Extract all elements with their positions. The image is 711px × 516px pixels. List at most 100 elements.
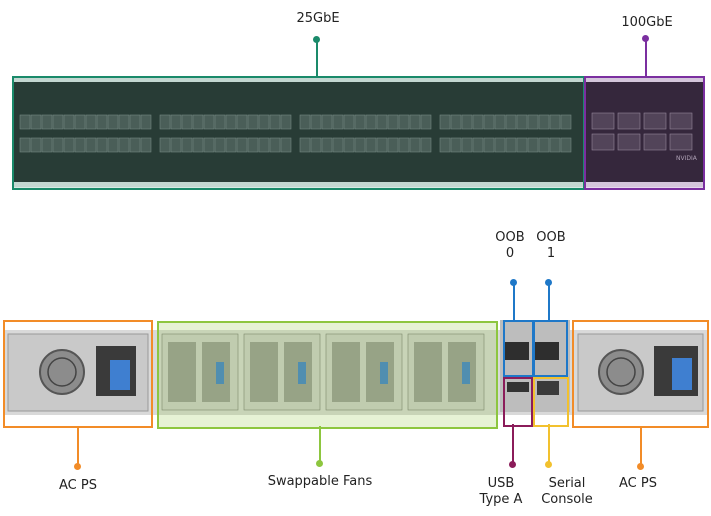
sfp-port [258, 114, 270, 130]
sfp-port [365, 114, 377, 130]
callout-oob1-dot [545, 279, 552, 286]
sfp-port [214, 137, 226, 153]
sfp-port [63, 114, 75, 130]
sfp-port [269, 114, 281, 130]
callout-fans-dot [316, 460, 323, 467]
sfp-port [247, 114, 259, 130]
sfp-port [181, 137, 193, 153]
sfp-port [140, 137, 152, 153]
sfp-port [398, 137, 410, 153]
label-ac-ps-right: AC PS [619, 476, 657, 491]
sfp-port [203, 137, 215, 153]
sfp-port [107, 137, 119, 153]
sfp-port [538, 114, 550, 130]
highlight-100gbe-ports [584, 76, 705, 190]
qsfp-port [669, 112, 693, 130]
sfp-port [321, 114, 333, 130]
sfp-port [409, 137, 421, 153]
sfp-port [527, 137, 539, 153]
label-100gbe: 100GbE [621, 15, 673, 30]
highlight-usb [503, 377, 533, 427]
sfp-port [376, 137, 388, 153]
sfp-port [280, 114, 292, 130]
sfp-port [527, 114, 539, 130]
sfp-port [236, 137, 248, 153]
sfp-port [280, 137, 292, 153]
sfp-port [19, 137, 31, 153]
sfp-port [483, 137, 495, 153]
callout-serial-line [548, 424, 550, 464]
highlight-25gbe-ports [12, 76, 585, 190]
fan-grille [332, 342, 360, 402]
fan-latch [380, 362, 388, 384]
sfp-port [310, 114, 322, 130]
fan-latch [216, 362, 224, 384]
sfp-port [225, 137, 237, 153]
sfp-port [19, 114, 31, 130]
sfp-port [203, 114, 215, 130]
sfp-port [225, 114, 237, 130]
qsfp-port [643, 112, 667, 130]
callout-usb-line [512, 424, 514, 464]
sfp-port [450, 114, 462, 130]
sfp-port [52, 114, 64, 130]
sfp-port [310, 137, 322, 153]
sfp-port [398, 114, 410, 130]
sfp-port [365, 137, 377, 153]
callout-oob1-line [548, 282, 550, 322]
highlight-oob1 [533, 320, 568, 377]
switch-front-image: NVIDIA [13, 77, 703, 187]
sfp-port [96, 137, 108, 153]
sfp-port [129, 137, 141, 153]
label-25gbe: 25GbE [296, 11, 340, 26]
highlight-serial [533, 377, 569, 427]
fan-grille [250, 342, 278, 402]
sfp-port [192, 137, 204, 153]
sfp-port [494, 114, 506, 130]
sfp-port [420, 137, 432, 153]
callout-fans-line [319, 426, 321, 463]
sfp-port [41, 137, 53, 153]
callout-100gbe-dot [642, 35, 649, 42]
fan-grille [168, 342, 196, 402]
qsfp-port [591, 133, 615, 151]
sfp-port [140, 114, 152, 130]
sfp-port [461, 137, 473, 153]
sfp-port [192, 114, 204, 130]
sfp-port [332, 114, 344, 130]
qsfp-port [669, 133, 693, 151]
sfp-port [30, 137, 42, 153]
qsfp-port [617, 112, 641, 130]
highlight-ac-ps-left [3, 320, 153, 428]
sfp-port [461, 114, 473, 130]
sfp-port [258, 137, 270, 153]
sfp-port [85, 114, 97, 130]
sfp-port [472, 114, 484, 130]
highlight-ac-ps-right [572, 320, 709, 428]
callout-25gbe-line [316, 39, 318, 77]
callout-acps-left-dot [74, 463, 81, 470]
sfp-port [354, 114, 366, 130]
sfp-port [505, 114, 517, 130]
highlight-oob0 [503, 320, 534, 377]
sfp-port [159, 114, 171, 130]
sfp-port [343, 114, 355, 130]
fan-latch [462, 362, 470, 384]
sfp-port [129, 114, 141, 130]
fan-grille [414, 342, 442, 402]
callout-25gbe-dot [313, 36, 320, 43]
sfp-port [118, 137, 130, 153]
sfp-port [439, 114, 451, 130]
sfp-port [181, 114, 193, 130]
highlight-swappable-fans [157, 321, 498, 429]
sfp-port [343, 137, 355, 153]
sfp-port [332, 137, 344, 153]
sfp-port [560, 137, 572, 153]
nvidia-logo: NVIDIA [676, 155, 698, 162]
sfp-port [236, 114, 248, 130]
callout-serial-dot [545, 461, 552, 468]
qsfp-port [643, 133, 667, 151]
